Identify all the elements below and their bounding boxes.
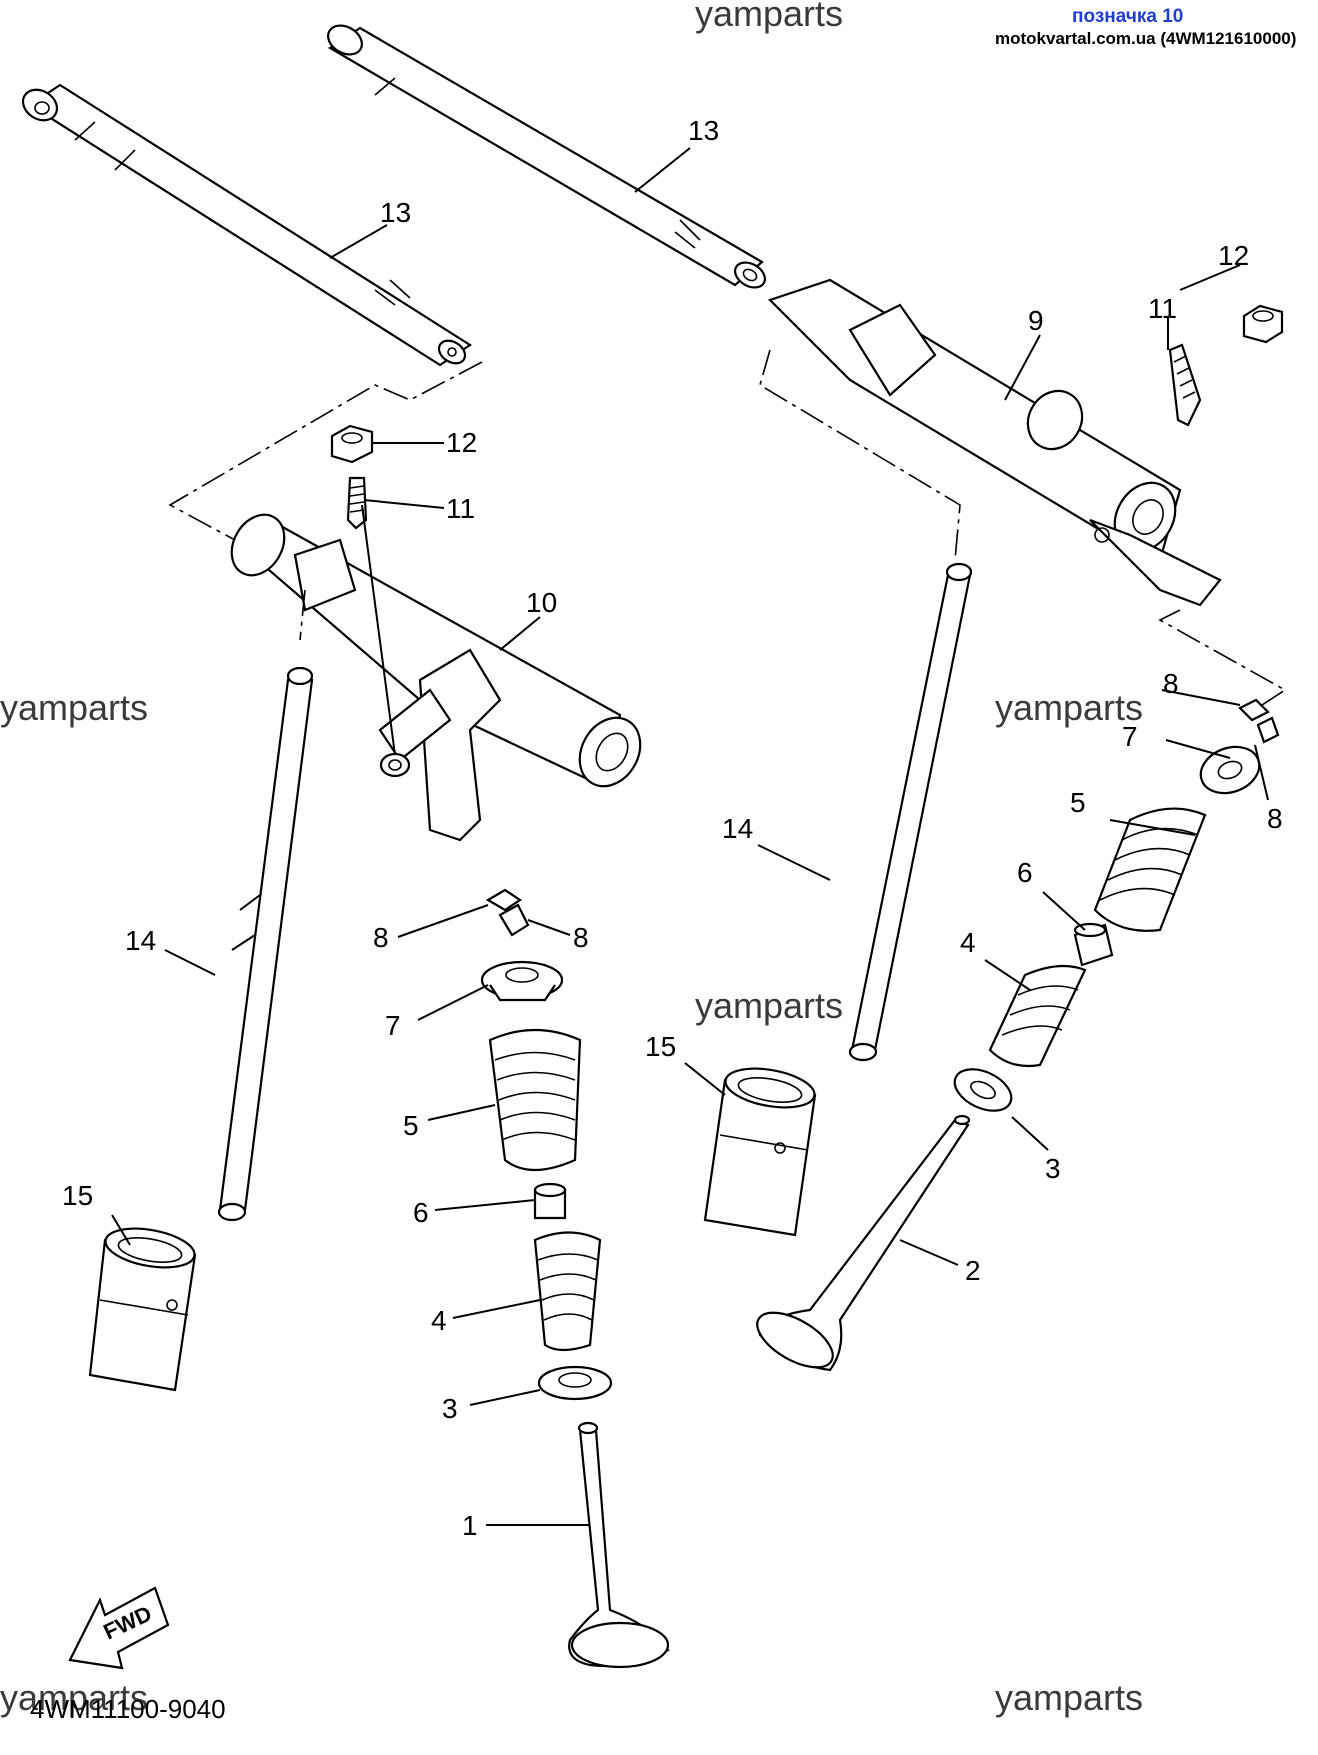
callout-13-right: 13 — [688, 115, 719, 146]
valve-seal-right — [1073, 922, 1114, 967]
valve-1 — [568, 1421, 670, 1669]
tappet-left — [88, 1227, 197, 1392]
push-rod-right — [848, 562, 973, 1062]
callout-labels: 13 13 12 11 9 12 11 10 8 7 8 5 6 4 3 2 1… — [62, 115, 1283, 1541]
callout-6-right: 6 — [1017, 857, 1033, 888]
callout-8-right-bottom: 8 — [1267, 803, 1283, 834]
adjusting-screw-left — [346, 476, 396, 756]
watermark-left: yamparts — [0, 687, 148, 728]
diagram-code: 4WM11100-9040 — [30, 1694, 226, 1724]
pushrod-tube-left — [21, 83, 473, 367]
watermark-top: yamparts — [695, 0, 843, 34]
callout-1: 1 — [462, 1510, 478, 1541]
callout-3-right: 3 — [1045, 1153, 1061, 1184]
watermark-bottom-left: yamparts — [0, 1677, 148, 1718]
inner-spring-right — [988, 964, 1087, 1068]
assembly-centerlines — [168, 349, 1287, 706]
callout-15-left: 15 — [62, 1180, 93, 1211]
watermark-bottom-right: yamparts — [995, 1677, 1143, 1718]
forward-arrow: FWD — [68, 1586, 170, 1670]
pushrod-tube-right — [327, 24, 767, 289]
callout-4-right: 4 — [960, 927, 976, 958]
callout-13-left: 13 — [380, 197, 411, 228]
lock-nut-left — [330, 424, 374, 464]
callout-4-center: 4 — [431, 1305, 447, 1336]
watermark-center: yamparts — [695, 985, 843, 1026]
callout-14-right: 14 — [722, 813, 753, 844]
outer-spring-center — [488, 1028, 582, 1171]
rocker-arm-9 — [767, 278, 1222, 607]
spring-seat-center — [537, 1365, 613, 1401]
spring-retainer-center — [480, 960, 564, 1002]
callout-8-right-top: 8 — [1163, 668, 1179, 699]
watermark-right: yamparts — [995, 687, 1143, 728]
callout-15-right: 15 — [645, 1031, 676, 1062]
callout-12-right: 12 — [1218, 240, 1249, 271]
callout-11-left: 11 — [446, 493, 475, 524]
cotters-right — [1238, 698, 1280, 744]
callout-12-left: 12 — [446, 427, 477, 458]
push-rod-left — [217, 666, 314, 1222]
header-source: motokvartal.com.ua (4WM121610000) — [995, 29, 1296, 48]
tappet-right — [703, 1067, 817, 1237]
callout-3-center: 3 — [442, 1393, 458, 1424]
callout-7-right: 7 — [1122, 721, 1138, 752]
callout-8-center-left: 8 — [373, 922, 389, 953]
header-title: позначка 10 — [1072, 6, 1183, 27]
callout-11-right: 11 — [1148, 293, 1177, 324]
valve-2 — [756, 1114, 971, 1372]
valve-seal-center — [533, 1182, 567, 1220]
callout-6-center: 6 — [413, 1197, 429, 1228]
callout-5-center: 5 — [403, 1110, 419, 1141]
callout-10: 10 — [526, 587, 557, 618]
callout-5-right: 5 — [1070, 787, 1086, 818]
spring-seat-right — [953, 1068, 1013, 1112]
lock-nut-right — [1242, 304, 1284, 344]
callout-14-left: 14 — [125, 925, 156, 956]
rocker-arm-10 — [230, 513, 642, 842]
callout-7-center: 7 — [385, 1010, 401, 1041]
inner-spring-center — [533, 1231, 602, 1352]
cotters-center — [485, 888, 530, 937]
leader-lines — [111, 147, 1269, 1526]
callout-2: 2 — [965, 1255, 981, 1286]
adjusting-screw-right — [1168, 343, 1202, 427]
callout-8-center-right: 8 — [573, 922, 589, 953]
callout-9: 9 — [1028, 305, 1044, 336]
